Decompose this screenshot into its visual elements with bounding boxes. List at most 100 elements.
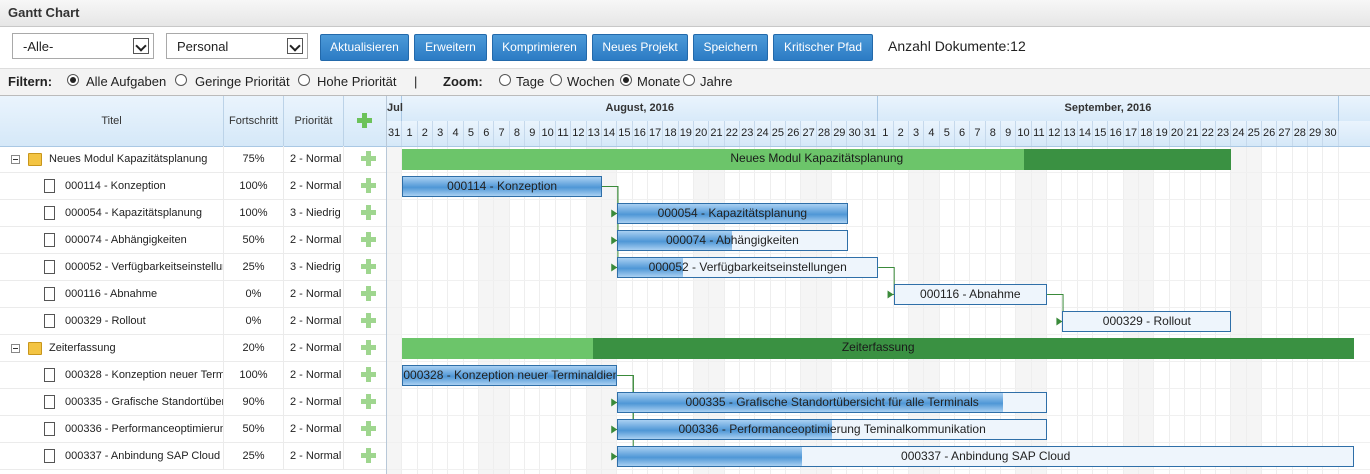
grid-chart-divider[interactable] xyxy=(386,96,387,474)
view-select[interactable]: Personal xyxy=(166,33,308,59)
task-row[interactable]: 000328 - Konzeption neuer Terminaldienst… xyxy=(0,362,386,389)
column-progress-header[interactable]: Fortschritt xyxy=(224,96,284,146)
task-row[interactable]: 000052 - Verfügbarkeitseinstellungen25%3… xyxy=(0,254,386,281)
row-title: 000116 - Abnahme xyxy=(65,288,158,300)
add-icon[interactable] xyxy=(361,286,376,301)
new-project-button[interactable]: Neues Projekt xyxy=(592,34,688,61)
summary-bar[interactable]: Zeiterfassung xyxy=(402,338,1355,359)
chevron-down-icon[interactable] xyxy=(133,38,149,54)
add-icon[interactable] xyxy=(361,232,376,247)
add-subtask-cell[interactable] xyxy=(344,200,386,227)
add-subtask-cell[interactable] xyxy=(344,416,386,443)
task-bar[interactable]: 000329 - Rollout xyxy=(1062,311,1232,332)
add-icon[interactable] xyxy=(361,151,376,166)
expand-button[interactable]: Erweitern xyxy=(414,34,487,61)
filter-radio-high[interactable] xyxy=(298,74,310,86)
add-icon[interactable] xyxy=(361,259,376,274)
filter-option-high[interactable]: Hohe Priorität xyxy=(317,74,397,89)
category-select[interactable]: -Alle- xyxy=(12,33,154,59)
add-icon[interactable] xyxy=(361,178,376,193)
add-icon[interactable] xyxy=(361,394,376,409)
collapse-icon[interactable] xyxy=(11,155,20,164)
add-icon[interactable] xyxy=(361,367,376,382)
critical-path-button[interactable]: Kritischer Pfad xyxy=(773,34,873,61)
save-button[interactable]: Speichern xyxy=(693,34,768,61)
add-subtask-cell[interactable] xyxy=(344,443,386,470)
add-icon[interactable] xyxy=(361,421,376,436)
task-bar[interactable]: 000336 - Performanceoptimierung Teminalk… xyxy=(617,419,1048,440)
row-title-cell[interactable]: 000336 - Performanceoptimierung xyxy=(0,416,224,443)
zoom-radio-days[interactable] xyxy=(499,74,511,86)
zoom-option-weeks[interactable]: Wochen xyxy=(567,74,615,89)
filter-radio-all[interactable] xyxy=(67,74,79,86)
refresh-button[interactable]: Aktualisieren xyxy=(320,34,409,61)
zoom-radio-months[interactable] xyxy=(620,74,632,86)
add-subtask-cell[interactable] xyxy=(344,281,386,308)
row-title-cell[interactable]: Zeiterfassung xyxy=(0,335,224,362)
row-title-cell[interactable]: 000074 - Abhängigkeiten xyxy=(0,227,224,254)
row-title-cell[interactable]: 000328 - Konzeption neuer Terminaldienst xyxy=(0,362,224,389)
add-icon[interactable] xyxy=(361,340,376,355)
add-subtask-cell[interactable] xyxy=(344,362,386,389)
folder-icon xyxy=(28,342,42,355)
add-subtask-cell[interactable] xyxy=(344,308,386,335)
task-bar[interactable]: 000337 - Anbindung SAP Cloud xyxy=(617,446,1355,467)
day-header: 27 xyxy=(801,121,817,146)
summary-bar[interactable]: Neues Modul Kapazitätsplanung xyxy=(402,149,1232,170)
add-icon[interactable] xyxy=(361,448,376,463)
day-header: 20 xyxy=(694,121,710,146)
row-title-cell[interactable]: 000335 - Grafische Standortübersicht xyxy=(0,389,224,416)
task-bar[interactable]: 000328 - Konzeption neuer Terminaldienst xyxy=(402,365,618,386)
add-subtask-cell[interactable] xyxy=(344,146,386,173)
row-title-cell[interactable]: 000114 - Konzeption xyxy=(0,173,224,200)
row-title-cell[interactable]: 000337 - Anbindung SAP Cloud xyxy=(0,443,224,470)
row-title-cell[interactable]: 000052 - Verfügbarkeitseinstellungen xyxy=(0,254,224,281)
collapse-icon[interactable] xyxy=(11,344,20,353)
add-icon[interactable] xyxy=(361,205,376,220)
zoom-option-years[interactable]: Jahre xyxy=(700,74,733,89)
add-subtask-cell[interactable] xyxy=(344,254,386,281)
task-bar[interactable]: 000052 - Verfügbarkeitseinstellungen xyxy=(617,257,879,278)
zoom-radio-weeks[interactable] xyxy=(550,74,562,86)
row-title-cell[interactable]: 000054 - Kapazitätsplanung xyxy=(0,200,224,227)
day-header: 22 xyxy=(1201,121,1216,146)
row-priority: 2 - Normal xyxy=(284,227,344,254)
zoom-radio-years[interactable] xyxy=(683,74,695,86)
add-task-header[interactable] xyxy=(344,96,386,146)
task-row[interactable]: 000335 - Grafische Standortübersicht90%2… xyxy=(0,389,386,416)
filter-option-all[interactable]: Alle Aufgaben xyxy=(86,74,167,89)
day-column xyxy=(633,146,648,474)
zoom-option-months[interactable]: Monate xyxy=(637,74,681,89)
filter-radio-low[interactable] xyxy=(175,74,187,86)
task-bar[interactable]: 000054 - Kapazitätsplanung xyxy=(617,203,848,224)
column-priority-header[interactable]: Priorität xyxy=(284,96,344,146)
zoom-option-days[interactable]: Tage xyxy=(516,74,545,89)
task-bar[interactable]: 000335 - Grafische Standortübersicht für… xyxy=(617,392,1048,413)
add-icon[interactable] xyxy=(361,313,376,328)
row-title-cell[interactable]: 000116 - Abnahme xyxy=(0,281,224,308)
column-title-header[interactable]: Titel xyxy=(0,96,224,146)
day-column xyxy=(648,146,664,474)
row-title-cell[interactable]: 000329 - Rollout xyxy=(0,308,224,335)
task-bar[interactable]: 000116 - Abnahme xyxy=(893,284,1048,305)
add-subtask-cell[interactable] xyxy=(344,227,386,254)
add-subtask-cell[interactable] xyxy=(344,389,386,416)
filter-option-low[interactable]: Geringe Priorität xyxy=(195,74,290,89)
add-subtask-cell[interactable] xyxy=(344,335,386,362)
add-icon[interactable] xyxy=(357,113,372,128)
collapse-button[interactable]: Komprimieren xyxy=(492,34,587,61)
add-subtask-cell[interactable] xyxy=(344,173,386,200)
task-bar[interactable]: 000074 - Abhängigkeiten xyxy=(617,230,848,251)
row-title-cell[interactable]: Neues Modul Kapazitätsplanung xyxy=(0,146,224,173)
task-bar[interactable]: 000114 - Konzeption xyxy=(402,176,602,197)
chevron-down-icon[interactable] xyxy=(287,38,303,54)
